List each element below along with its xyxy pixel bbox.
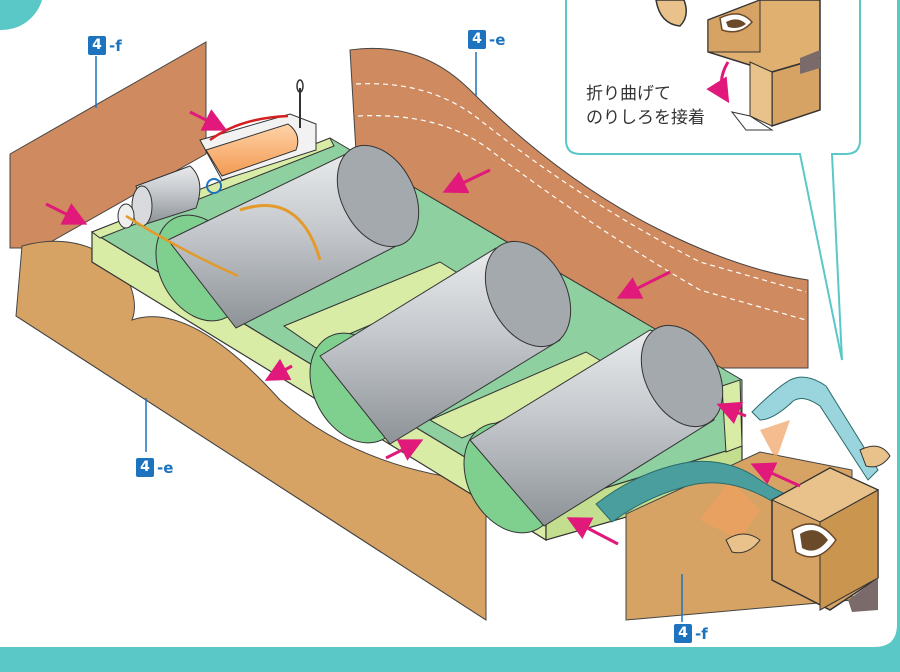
part-number: 4 — [136, 458, 154, 477]
part-suffix: -f — [109, 36, 122, 55]
roller-back — [155, 144, 420, 329]
assembly-arrows — [45, 109, 801, 546]
part-label-4f-bottom: 4 -f — [674, 624, 708, 643]
roller-front — [463, 324, 724, 534]
motor-assembly — [117, 79, 317, 278]
part-number: 4 — [468, 30, 486, 49]
part-label-4e-bottom: 4 -e — [136, 458, 173, 477]
callout-line-1: 折り曲げて — [586, 84, 671, 104]
part-number: 4 — [674, 624, 692, 643]
part-suffix: -e — [157, 458, 174, 477]
roller-middle — [309, 240, 572, 445]
part-suffix: -f — [695, 624, 708, 643]
part-label-4f-top: 4 -f — [88, 36, 122, 55]
callout-instruction: 折り曲げて のりしろを接着 — [586, 82, 705, 130]
step-badge — [0, 0, 42, 31]
ribbon-back — [751, 376, 879, 481]
panel-left-back — [9, 41, 207, 249]
part-suffix: -e — [489, 30, 506, 49]
part-number: 4 — [88, 36, 106, 55]
part-label-4e-top: 4 -e — [468, 30, 505, 49]
box-character — [725, 445, 891, 612]
callout-box-illustration — [655, 0, 821, 131]
callout-line-2: のりしろを接着 — [586, 108, 705, 128]
